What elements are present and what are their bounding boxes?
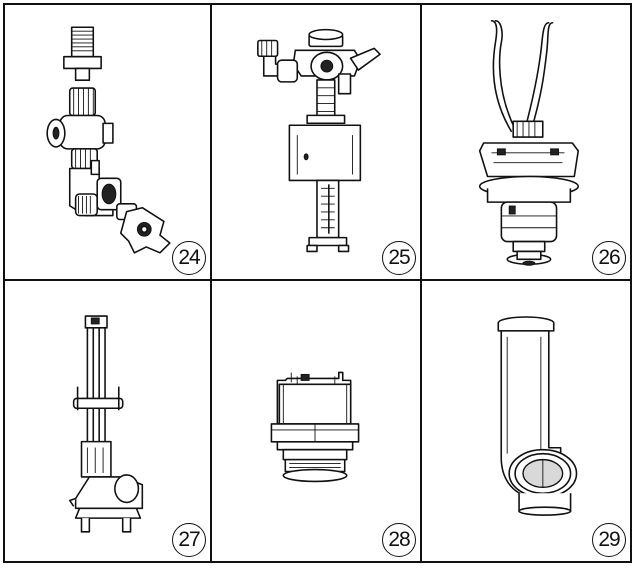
part-number-26: 26 <box>592 241 626 275</box>
angle-valve-assembly-icon <box>46 26 171 254</box>
part-number-24: 24 <box>172 241 206 275</box>
part-number-28: 28 <box>382 523 416 557</box>
flush-valve-mechanism-icon <box>478 19 580 266</box>
panel-28: 28 <box>210 279 422 563</box>
fill-valve-icon <box>257 28 381 253</box>
part-number-25: 25 <box>382 241 416 275</box>
panel-24: 24 <box>3 3 212 281</box>
elbow-flush-pipe-icon <box>497 316 578 516</box>
panel-25: 25 <box>210 3 422 281</box>
panel-29: 29 <box>420 279 632 563</box>
part-number-27: 27 <box>172 523 206 557</box>
valve-seat-icon <box>270 371 360 483</box>
panel-27: 27 <box>3 279 212 563</box>
panel-26: 26 <box>420 3 632 281</box>
overflow-flush-valve-icon <box>68 315 144 533</box>
parts-grid: 24 <box>3 3 632 563</box>
part-number-29: 29 <box>592 523 626 557</box>
